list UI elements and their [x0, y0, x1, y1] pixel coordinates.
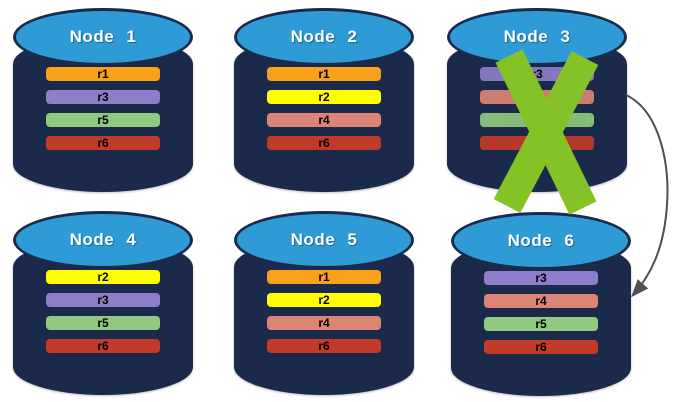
node-6-label: Node 6	[507, 231, 575, 250]
replica-bar: r4	[267, 316, 381, 330]
node-5-cylinder: Node 5 r1 r2 r4 r6	[234, 211, 414, 395]
replica-bar: r1	[267, 270, 381, 284]
node-6-cylinder: Node 6 r3 r4 r5 r6	[451, 212, 631, 396]
replica-bar: r5	[46, 316, 160, 330]
failover-arrow-path	[625, 94, 669, 298]
replica-bar: r4	[484, 294, 598, 308]
node-5-replicas: r1 r2 r4 r6	[267, 270, 381, 353]
replica-bar: r6	[46, 136, 160, 150]
node-2-label: Node 2	[290, 27, 358, 46]
replica-bar: r1	[46, 67, 160, 81]
replica-bar: r2	[46, 270, 160, 284]
node-5-top: Node 5	[234, 211, 414, 269]
replica-bar: r6	[267, 136, 381, 150]
replica-bar: r3	[46, 90, 160, 104]
node-3-top: Node 3	[447, 8, 627, 66]
node-5-label: Node 5	[290, 230, 358, 249]
node-3-label: Node 3	[503, 27, 571, 46]
replica-bar: r4	[267, 113, 381, 127]
node-1-replicas: r1 r3 r5 r6	[46, 67, 160, 150]
node-4-cylinder: Node 4 r2 r3 r5 r6	[13, 211, 193, 395]
replica-bar: r5	[46, 113, 160, 127]
replica-bar: r3	[484, 271, 598, 285]
replica-bar: r2	[267, 90, 381, 104]
node-6-top: Node 6	[451, 212, 631, 270]
replica-bar: r6	[484, 340, 598, 354]
node-2-replicas: r1 r2 r4 r6	[267, 67, 381, 150]
node-2-cylinder: Node 2 r1 r2 r4 r6	[234, 8, 414, 192]
node-2-top: Node 2	[234, 8, 414, 66]
replica-bar: r3	[46, 293, 160, 307]
node-3-cylinder: Node 3 r3 r4 r5 r6	[447, 8, 627, 215]
node-4-label: Node 4	[69, 230, 137, 249]
failure-x-icon	[493, 49, 599, 215]
replica-bar: r6	[46, 339, 160, 353]
failure-x-stroke	[493, 51, 599, 213]
node-1-label: Node 1	[69, 27, 137, 46]
failover-arrow-icon	[625, 94, 669, 298]
node-4-replicas: r2 r3 r5 r6	[46, 270, 160, 353]
node-4-top: Node 4	[13, 211, 193, 269]
replica-bar: r2	[267, 293, 381, 307]
node-6-replicas: r3 r4 r5 r6	[484, 271, 598, 354]
node-1-top: Node 1	[13, 8, 193, 66]
node-1-cylinder: Node 1 r1 r3 r5 r6	[13, 8, 193, 192]
replica-bar: r6	[267, 339, 381, 353]
replica-bar: r1	[267, 67, 381, 81]
replica-bar: r5	[484, 317, 598, 331]
